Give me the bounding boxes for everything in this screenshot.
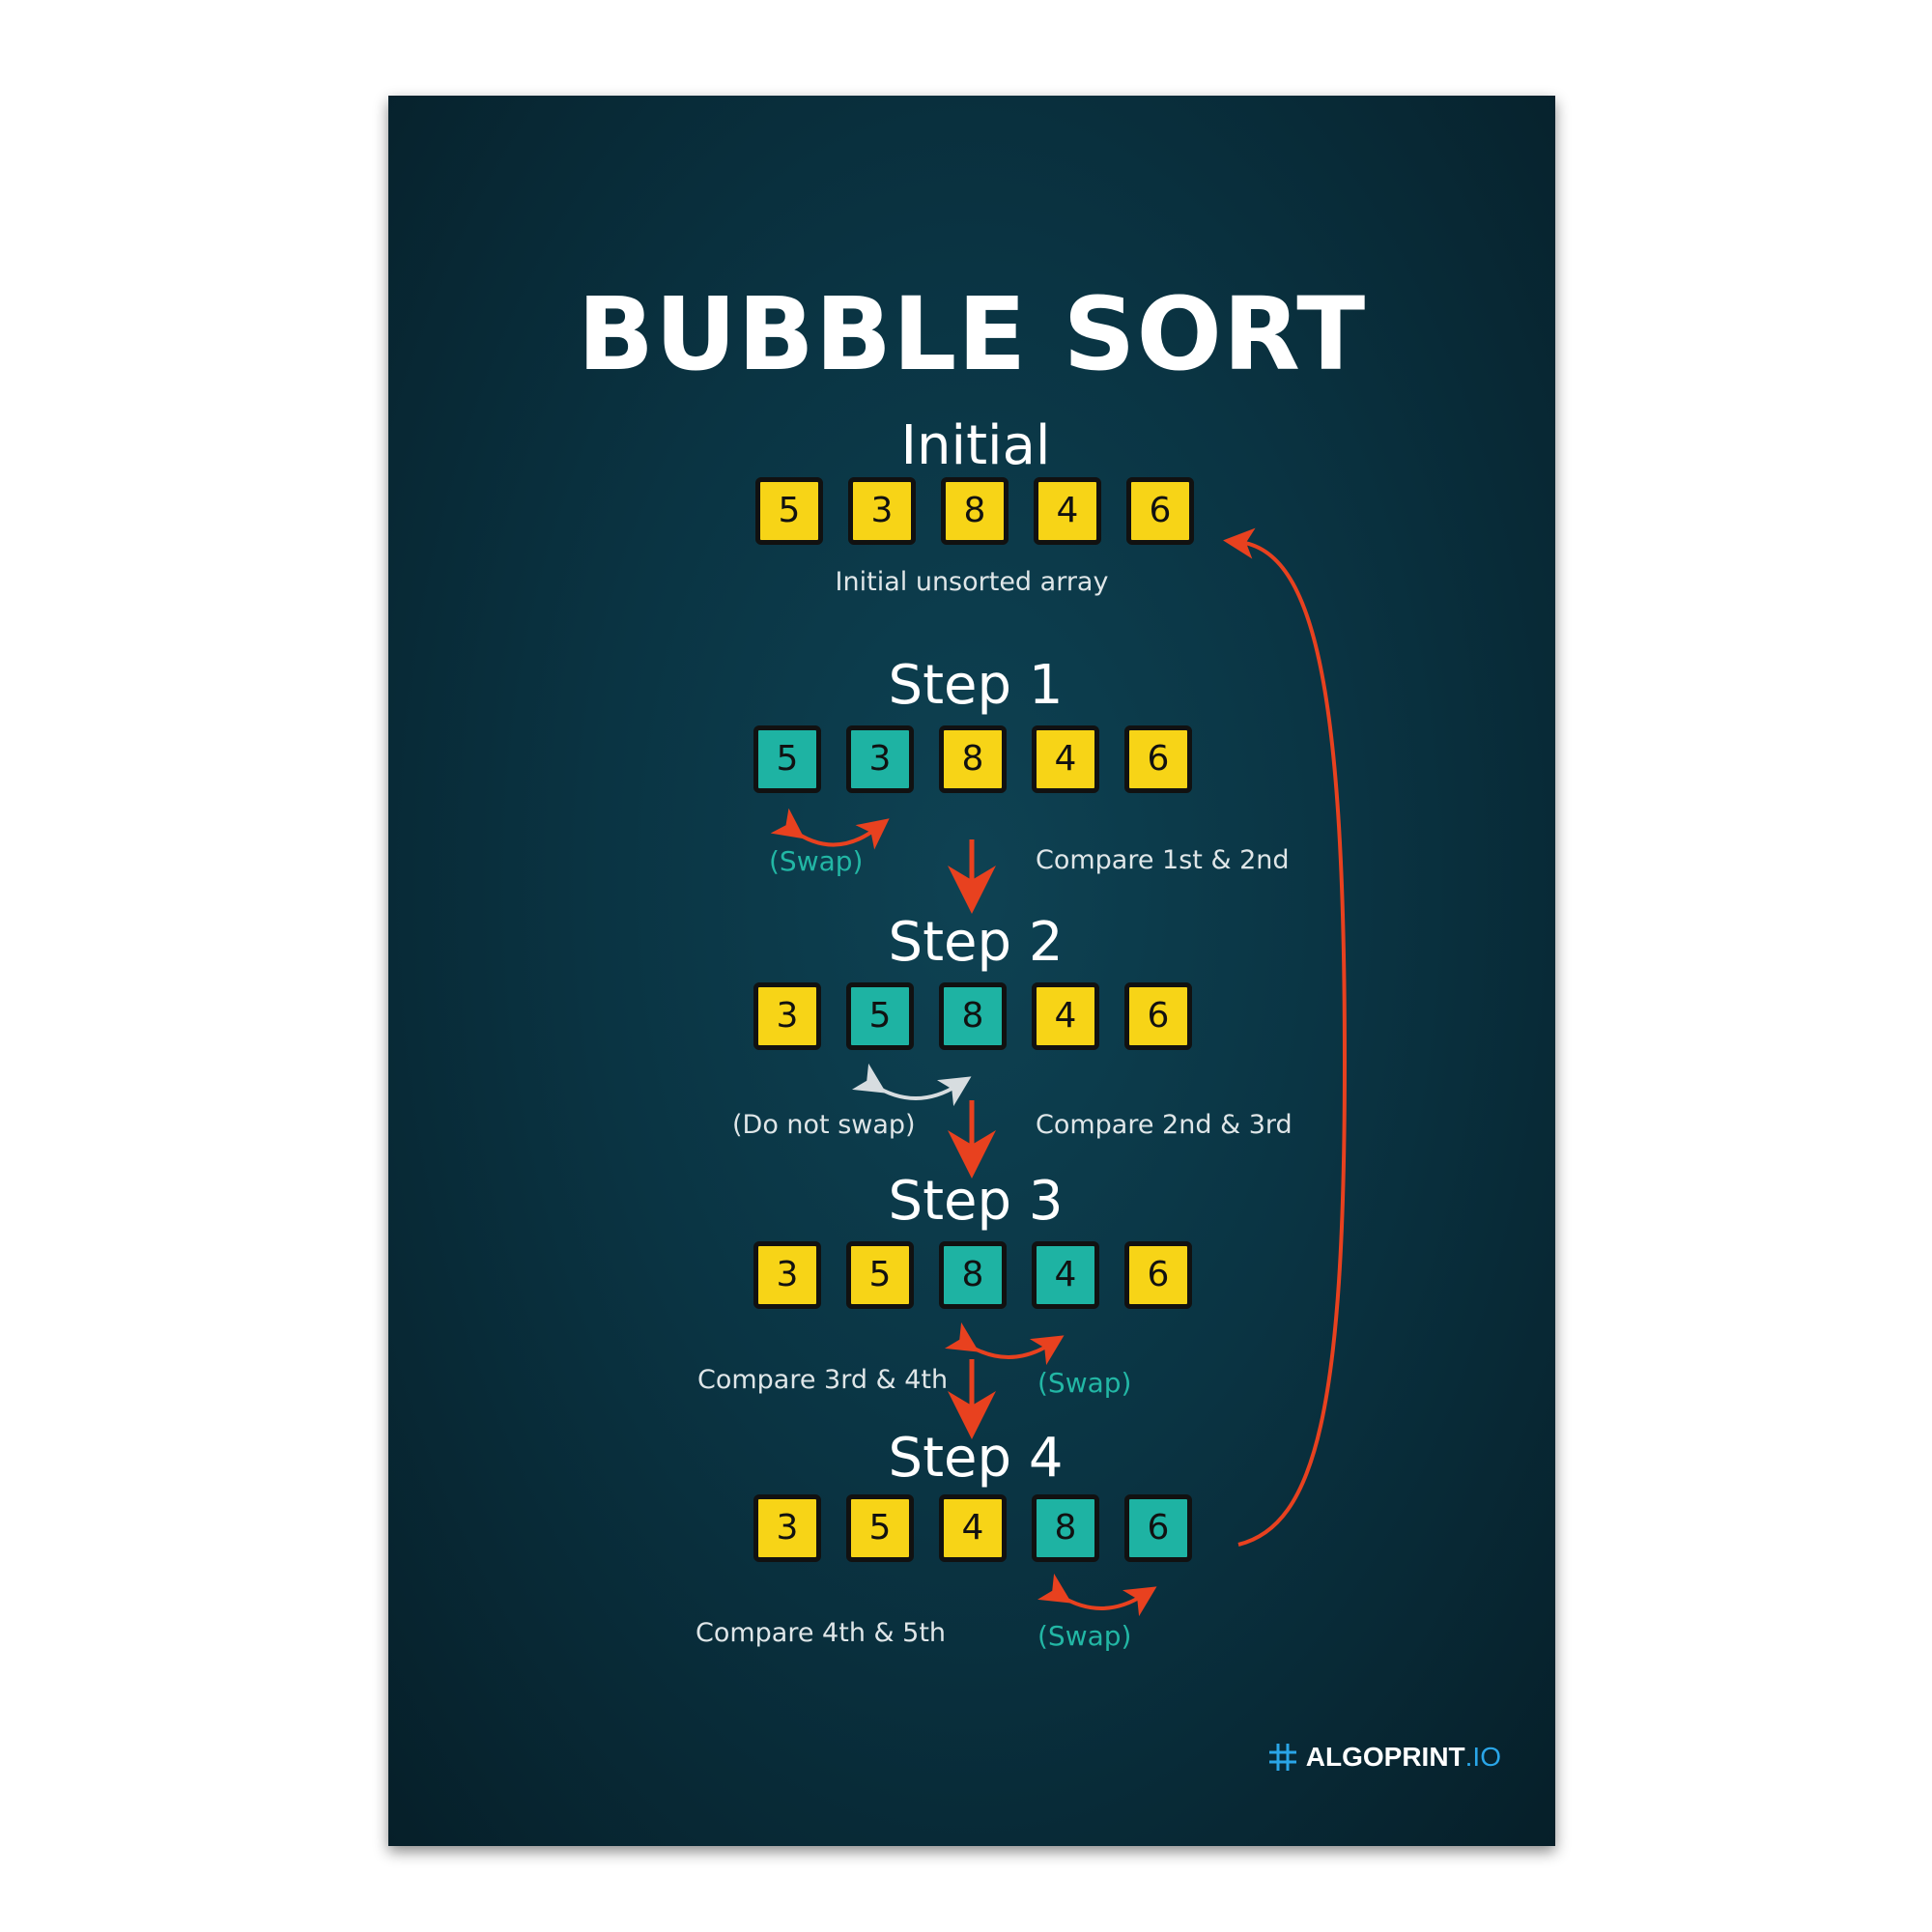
action-step-1: (Swap) [769, 845, 864, 877]
compare-step-4: Compare 4th & 5th [696, 1618, 947, 1648]
array-row-step-4: 3 5 4 8 6 [388, 1494, 1555, 1572]
array-row-step-2: 3 5 8 4 6 [388, 982, 1555, 1060]
poster-title: BUBBLE SORT [577, 275, 1367, 393]
heading-step-3: Step 3 [888, 1170, 1064, 1233]
array-row-step-1: 5 3 8 4 6 [388, 725, 1555, 803]
array-cell: 8 [941, 477, 1009, 545]
compare-step-3: Compare 3rd & 4th [697, 1365, 949, 1395]
swap-arc-step-1 [770, 808, 890, 850]
action-step-4: (Swap) [1037, 1620, 1132, 1652]
array-cell: 8 [1032, 1494, 1099, 1562]
array-cell: 6 [1124, 725, 1192, 793]
array-cell: 5 [846, 982, 914, 1050]
heading-initial: Initial [900, 414, 1051, 477]
array-cell: 6 [1124, 1241, 1192, 1309]
action-step-2: (Do not swap) [732, 1110, 916, 1140]
array-cell: 8 [939, 982, 1007, 1050]
compare-step-1: Compare 1st & 2nd [1036, 845, 1290, 875]
noswap-arc-step-2 [851, 1063, 972, 1107]
array-cell: 8 [939, 1241, 1007, 1309]
action-step-3: (Swap) [1037, 1367, 1132, 1399]
heading-step-2: Step 2 [888, 911, 1064, 974]
poster: BUBBLE SORT Initial 5 3 8 4 6 Initial un… [388, 96, 1555, 1846]
array-cell: 6 [1126, 477, 1194, 545]
swap-arc-step-3 [944, 1321, 1065, 1366]
array-cell: 3 [848, 477, 916, 545]
array-cell: 3 [846, 725, 914, 793]
array-cell: 5 [846, 1494, 914, 1562]
array-cell: 5 [846, 1241, 914, 1309]
array-cell: 3 [753, 1241, 821, 1309]
array-cell: 5 [753, 725, 821, 793]
array-cell: 8 [939, 725, 1007, 793]
array-cell: 5 [755, 477, 823, 545]
hash-grid-icon [1268, 1744, 1296, 1771]
array-cell: 3 [753, 982, 821, 1050]
array-row-initial: 5 3 8 4 6 [388, 477, 1555, 554]
arrows-layer [770, 527, 1348, 1617]
array-row-step-3: 3 5 8 4 6 [388, 1241, 1555, 1319]
array-cell: 4 [939, 1494, 1007, 1562]
logo-brand-text: ALGOPRINT [1305, 1742, 1465, 1772]
caption-initial: Initial unsorted array [835, 567, 1109, 597]
array-cell: 4 [1034, 477, 1101, 545]
brand-logo: ALGOPRINT.IO [1267, 1742, 1501, 1773]
array-cell: 3 [753, 1494, 821, 1562]
array-cell: 6 [1124, 982, 1192, 1050]
array-cell: 6 [1124, 1494, 1192, 1562]
compare-step-2: Compare 2nd & 3rd [1036, 1110, 1293, 1140]
array-cell: 4 [1032, 982, 1099, 1050]
heading-step-1: Step 1 [888, 654, 1064, 717]
array-cell: 4 [1032, 1241, 1099, 1309]
logo-suffix-text: .IO [1464, 1742, 1501, 1772]
repeat-pass-arrow [1223, 527, 1348, 1547]
swap-arc-step-4 [1037, 1573, 1157, 1617]
array-cell: 4 [1032, 725, 1099, 793]
